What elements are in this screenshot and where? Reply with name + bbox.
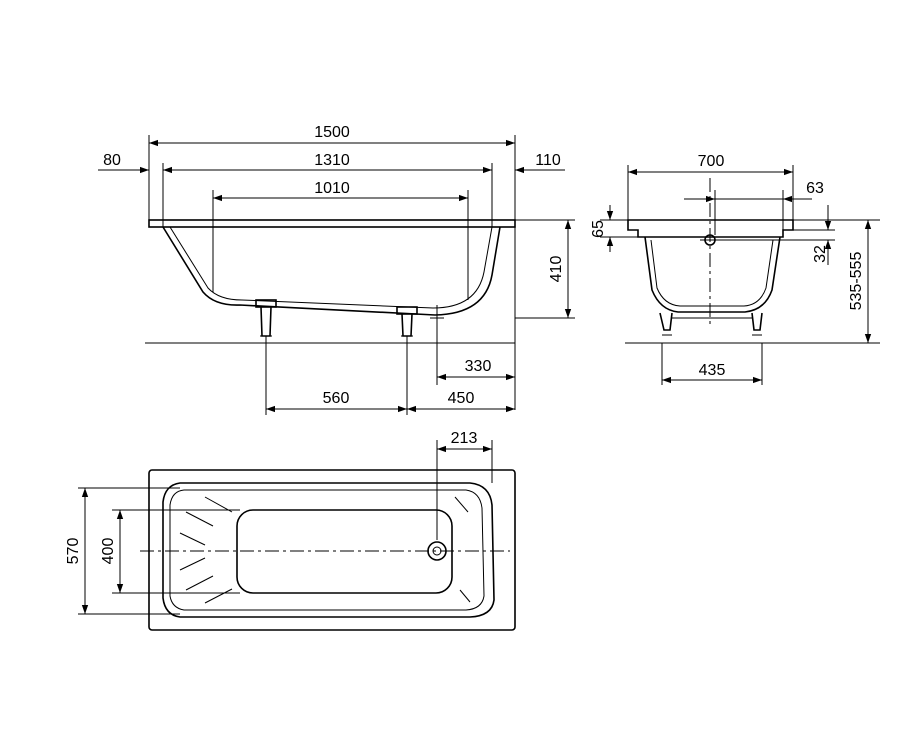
dim-drain-from-end: 213	[451, 430, 478, 447]
dim-install-height: 535-555	[848, 252, 865, 311]
plan-basin-inner	[169, 489, 485, 611]
plan-outer-rim	[148, 469, 516, 631]
dim-width-total: 700	[698, 153, 725, 170]
tub-rim	[148, 219, 516, 228]
end-body-outer	[644, 236, 781, 313]
dim-drain-offset: 330	[465, 358, 492, 375]
dim-feet-width: 435	[699, 362, 726, 379]
dim-plan-bottom-width: 400	[100, 538, 117, 565]
drain-icon	[427, 541, 447, 561]
dim-rim-right: 110	[535, 152, 561, 169]
dim-length-total: 1500	[314, 124, 350, 141]
anti-slip-marks	[179, 496, 471, 604]
dim-rim-height: 65	[590, 220, 607, 238]
end-view: 700 63 65 32 535-555 435	[590, 153, 880, 385]
plan-view: 213 570 400	[65, 430, 516, 631]
tub-body-inner	[169, 226, 493, 309]
dim-plan-width: 570	[65, 538, 82, 565]
dim-overflow-height: 32	[812, 245, 829, 263]
dim-height: 410	[548, 256, 565, 283]
dim-feet-spacing: 560	[323, 390, 350, 407]
dim-length-inner: 1310	[314, 152, 350, 169]
end-body-inner	[650, 239, 774, 307]
dim-foot-to-end: 450	[448, 390, 475, 407]
plan-basin-outline	[162, 482, 495, 618]
tub-body-outer	[162, 226, 501, 316]
dim-rim-left: 80	[103, 152, 121, 169]
foot-right	[396, 306, 418, 337]
dim-overflow-offset: 63	[806, 180, 824, 197]
side-view: 1500 1310 80 110 1010 410 330 560 450	[98, 124, 575, 415]
end-rim	[627, 219, 794, 238]
dim-length-bottom: 1010	[314, 180, 350, 197]
